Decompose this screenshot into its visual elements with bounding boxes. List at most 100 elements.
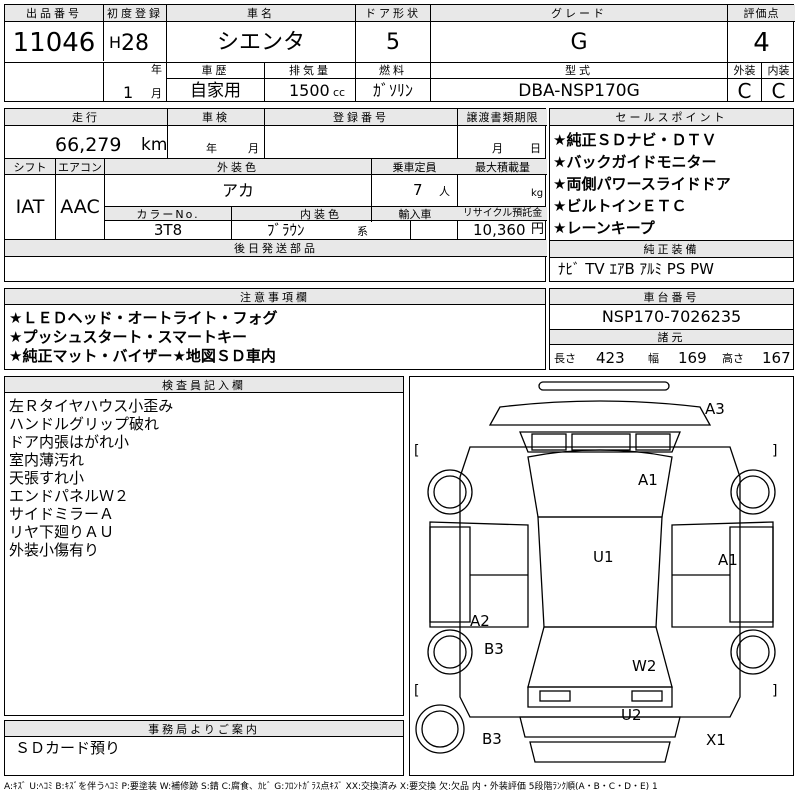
type-label: 型式	[565, 64, 593, 77]
svg-text:[: [	[414, 683, 419, 699]
shift-label: シフト	[13, 160, 47, 174]
exterior-label: 外装	[733, 64, 756, 77]
fuel: ｶﾞｿﾘﾝ	[372, 81, 413, 100]
damage-mark: U1	[593, 548, 614, 566]
damage-mark: A1	[718, 551, 738, 569]
shift: IAT	[15, 196, 45, 218]
damage-mark: A3	[705, 400, 725, 418]
recycle-label: リサイクル預託金	[462, 208, 543, 219]
int-color-unit: 系	[357, 225, 368, 238]
info-table: 走行 車検 登録番号 譲渡書類期限 66,279 km 年 月 月 日 シフト …	[4, 108, 547, 282]
equipment-label: 純正装備	[643, 243, 700, 256]
inspector-item: リヤ下廻りＡＵ	[9, 523, 115, 541]
air-conditioner: AAC	[60, 196, 100, 218]
transfer-day-unit: 日	[530, 142, 541, 155]
import-label: 輸入車	[398, 207, 432, 221]
exterior-grade: C	[737, 79, 752, 103]
int-color-label: 内装色	[300, 207, 342, 221]
lot-number: 11046	[12, 27, 96, 58]
svg-text:[: [	[414, 443, 419, 459]
damage-mark: B3	[482, 730, 502, 748]
interior-label: 内装	[767, 64, 790, 77]
office-notice: ＳＤカード預り	[15, 739, 121, 757]
sales-point-item: ★レーンキープ	[553, 219, 655, 237]
sales-point-item: ★両側パワースライドドア	[553, 175, 731, 193]
damage-mark: A1	[638, 471, 658, 489]
height-label: 高さ	[722, 352, 744, 365]
doors: 5	[386, 29, 400, 55]
color-no-label: カラーNo.	[136, 207, 200, 221]
capacity-unit: 人	[439, 185, 450, 198]
inspector-item: 天張すれ小	[9, 469, 85, 487]
capacity-label: 乗車定員	[392, 160, 437, 174]
damage-mark: B3	[484, 640, 504, 658]
office-panel: 事務局よりご案内 ＳＤカード預り	[4, 720, 404, 776]
sales-point-item: ★純正ＳＤナビ・ＤＴＶ	[553, 131, 717, 149]
svg-text:]: ]	[772, 443, 777, 459]
displacement-unit: cc	[333, 86, 346, 99]
svg-text:]: ]	[772, 683, 777, 699]
sales-points: セールスポイント ★純正ＳＤナビ・ＤＴＶ ★バックガイドモニター ★両側パワース…	[549, 108, 794, 282]
history-label: 車歴	[201, 64, 230, 77]
office-label: 事務局よりご案内	[5, 721, 403, 737]
inspector-item: 室内薄汚れ	[9, 451, 85, 469]
color-label: 外装色	[217, 160, 259, 174]
score-label: 評価点	[728, 5, 795, 22]
model-name: シエンタ	[216, 29, 305, 55]
recycle-unit: 円	[531, 222, 545, 237]
car-outline: [ ] [ ]	[414, 381, 777, 763]
grade: G	[570, 29, 588, 55]
sales-point-item: ★ビルトインＥＴＣ	[553, 197, 687, 215]
transfer-label: 譲渡書類期限	[458, 109, 547, 126]
car-diagram: [ ] [ ] A3 A1 A1 U1 A2 B3 W2 U2 B3 X1	[409, 376, 794, 776]
sales-point-item: ★バックガイドモニター	[553, 153, 717, 171]
later-parts-label: 後日発送部品	[234, 242, 318, 255]
notes-label: 注意事項欄	[5, 289, 545, 305]
mileage-label: 走行	[5, 109, 167, 126]
fuel-label: 燃料	[379, 64, 407, 77]
reg-month: 1	[123, 83, 134, 102]
note-item: ★プッシュスタート・スマートキー	[9, 328, 247, 346]
mileage-unit: km	[141, 135, 168, 155]
note-item: ★純正マット・バイザー★地図ＳＤ車内	[9, 347, 276, 365]
top-table: 出品番号 初度登録 車名 ドア形状 グレード 評価点 11046 H 28 年 …	[4, 4, 795, 103]
ac-label: エアコン	[58, 160, 102, 174]
reg-year: 28	[121, 31, 149, 56]
doors-label: ドア形状	[356, 5, 430, 22]
note-item: ★ＬＥＤヘッド・オートライト・フォグ	[9, 309, 278, 327]
damage-mark: A2	[470, 612, 490, 630]
lot-no-label: 出品番号	[5, 5, 103, 22]
displacement-label: 排気量	[289, 64, 331, 77]
damage-mark: U2	[621, 706, 642, 724]
score: 4	[753, 27, 770, 58]
month-unit: 月	[151, 87, 162, 100]
inspector-item: 左Ｒタイヤハウス小歪み	[9, 397, 174, 415]
plate-label: 登録番号	[265, 109, 457, 126]
interior-grade: C	[771, 79, 786, 103]
recycle-amount: 10,360	[473, 221, 526, 239]
exterior-color: アカ	[221, 181, 254, 200]
width: 169	[678, 349, 707, 367]
grade-label: グレード	[431, 5, 727, 22]
interior-color: ﾌﾞﾗｳﾝ	[267, 221, 305, 239]
width-label: 幅	[648, 352, 659, 365]
inspector-item: ハンドルグリップ破れ	[9, 415, 160, 433]
history: 自家用	[190, 80, 241, 101]
load-label: 最大積載量	[475, 160, 530, 174]
displacement: 1500	[289, 81, 330, 100]
dims-label: 諸元	[657, 331, 686, 344]
first-reg-label: 初度登録	[104, 5, 166, 22]
color-number: 3T8	[153, 221, 183, 239]
transfer-month-unit: 月	[492, 142, 503, 155]
inspector-item: 外装小傷有り	[9, 541, 100, 559]
era: H	[109, 33, 122, 52]
inspector-item: ドア内張はがれ小	[9, 433, 130, 451]
chassis-label: 車台番号	[550, 289, 793, 305]
height: 167	[762, 349, 791, 367]
model-name-label: 車名	[167, 5, 355, 22]
inspection-label: 車検	[168, 109, 264, 126]
insp-month-unit: 月	[248, 142, 259, 155]
inspector-item: サイドミラーＡ	[9, 505, 115, 523]
capacity: 7	[413, 181, 423, 199]
inspector-item: エンドパネルＷ２	[9, 487, 130, 505]
